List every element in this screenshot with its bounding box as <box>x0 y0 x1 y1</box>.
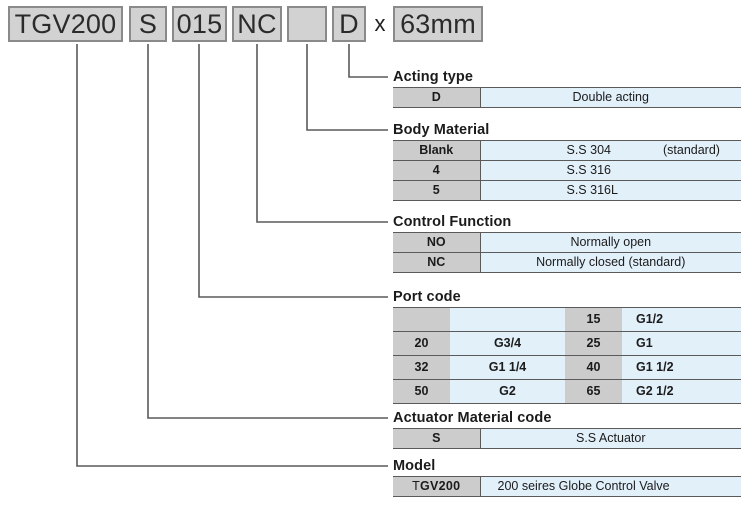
section-control-function: Control Function NO Normally open NC Nor… <box>393 215 741 273</box>
leader-control-function <box>256 44 388 223</box>
port-code-key: 32 <box>393 355 450 380</box>
table-row: TGV200 200 seires Globe Control Valve <box>393 476 741 497</box>
body-material-value: S.S 316L <box>480 180 741 201</box>
body-material-title: Body Material <box>393 122 490 138</box>
table-row: S S.S Actuator <box>393 428 741 449</box>
control-function-key: NO <box>393 232 481 253</box>
acting-type-title: Acting type <box>393 69 474 85</box>
table-row: 15 G1/2 <box>393 307 741 332</box>
table-row: NC Normally closed (standard) <box>393 252 741 273</box>
leader-body-material <box>306 44 388 131</box>
table-row: NO Normally open <box>393 232 741 253</box>
port-code-key: 40 <box>565 355 622 380</box>
control-function-code-box[interactable]: NC <box>232 6 282 42</box>
body-material-key: Blank <box>393 140 481 161</box>
port-code-key: 50 <box>393 379 450 404</box>
port-code-key: 65 <box>565 379 622 404</box>
port-code-value: G1 1/2 <box>622 355 741 380</box>
port-code-key: 15 <box>565 307 622 332</box>
section-acting-type: Acting type D Double acting <box>393 70 741 108</box>
section-body-material: Body Material Blank S.S 304 (standard) 4 … <box>393 123 741 201</box>
control-function-key: NC <box>393 252 481 273</box>
port-code-title: Port code <box>393 289 461 305</box>
model-key-rest: GV200 <box>420 479 461 493</box>
control-function-value: Normally open <box>480 232 741 253</box>
model-title: Model <box>393 458 436 474</box>
port-code-box[interactable]: 015 <box>172 6 227 42</box>
actuator-material-value: S.S Actuator <box>480 428 741 449</box>
acting-type-key: D <box>393 87 481 108</box>
leader-port-code <box>198 44 388 298</box>
control-function-value: Normally closed (standard) <box>480 252 741 273</box>
port-code-value: G1/2 <box>622 307 741 332</box>
leader-actuator-material <box>147 44 388 419</box>
model-key-first: T <box>412 479 420 493</box>
control-function-table: NO Normally open NC Normally closed (sta… <box>393 232 741 273</box>
body-material-value-text: S.S 304 <box>566 143 611 157</box>
body-material-value: S.S 316 <box>480 160 741 181</box>
body-material-note: (standard) <box>662 143 720 157</box>
table-row: D Double acting <box>393 87 741 108</box>
port-code-value: G3/4 <box>450 331 565 356</box>
table-row: 32 G1 1/4 40 G1 1/2 <box>393 355 741 380</box>
port-code-table: 15 G1/2 20 G3/4 25 G1 32 G1 1/4 40 G1 1/… <box>393 307 741 404</box>
model-table: TGV200 200 seires Globe Control Valve <box>393 476 741 497</box>
acting-type-code-box[interactable]: D <box>332 6 366 42</box>
leader-model <box>76 44 388 467</box>
multiply-symbol: x <box>374 11 386 36</box>
port-code-value: G1 1/4 <box>450 355 565 380</box>
body-material-key: 4 <box>393 160 481 181</box>
port-code-key: 25 <box>565 331 622 356</box>
model-code-box[interactable]: TGV200 <box>8 6 123 42</box>
model-value: 200 seires Globe Control Valve <box>480 476 741 497</box>
section-actuator-material-code: Actuator Material code S S.S Actuator <box>393 411 741 449</box>
table-row: 20 G3/4 25 G1 <box>393 331 741 356</box>
port-code-value: G2 1/2 <box>622 379 741 404</box>
table-row: Blank S.S 304 (standard) <box>393 140 741 161</box>
port-code-key: 20 <box>393 331 450 356</box>
body-material-value: S.S 304 (standard) <box>480 140 741 161</box>
actuator-material-code-box[interactable]: S <box>129 6 167 42</box>
section-port-code: Port code 15 G1/2 20 G3/4 25 G1 32 G1 1/… <box>393 290 741 404</box>
body-material-key: 5 <box>393 180 481 201</box>
body-material-code-box[interactable] <box>287 6 327 42</box>
section-model: Model TGV200 200 seires Globe Control Va… <box>393 459 741 497</box>
port-code-value <box>450 307 565 332</box>
model-key: TGV200 <box>393 476 481 497</box>
body-material-table: Blank S.S 304 (standard) 4 S.S 316 5 S.S … <box>393 140 741 201</box>
table-row: 50 G2 65 G2 1/2 <box>393 379 741 404</box>
port-code-key <box>393 307 450 332</box>
ordering-code-row: TGV200 S 015 NC D x 63mm <box>0 0 745 50</box>
port-code-value: G2 <box>450 379 565 404</box>
stroke-code-box[interactable]: 63mm <box>393 6 483 42</box>
control-function-title: Control Function <box>393 214 512 230</box>
actuator-material-code-table: S S.S Actuator <box>393 428 741 449</box>
actuator-material-key: S <box>393 428 481 449</box>
table-row: 5 S.S 316L <box>393 180 741 201</box>
acting-type-value: Double acting <box>480 87 741 108</box>
acting-type-table: D Double acting <box>393 87 741 108</box>
actuator-material-code-title: Actuator Material code <box>393 410 552 426</box>
port-code-value: G1 <box>622 331 741 356</box>
table-row: 4 S.S 316 <box>393 160 741 181</box>
